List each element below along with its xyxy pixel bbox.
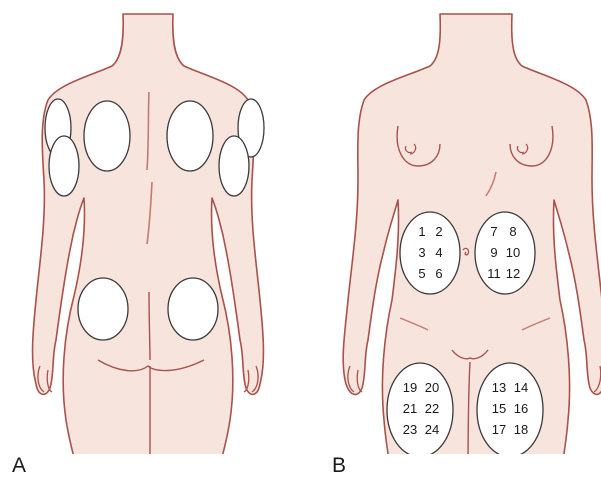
site-number: 6: [435, 266, 442, 281]
site-abdomen-right: [400, 212, 460, 294]
site-number: 21: [403, 401, 417, 416]
site-number: 13: [492, 380, 506, 395]
site-number: 24: [425, 422, 439, 437]
site-left-buttock: [78, 278, 128, 340]
site-number: 10: [506, 245, 520, 260]
site-number: 5: [418, 266, 425, 281]
site-thigh-right: [387, 363, 453, 457]
site-number: 3: [418, 245, 425, 260]
site-right-buttock: [168, 278, 218, 340]
site-number: 14: [514, 380, 528, 395]
site-number: 15: [492, 401, 506, 416]
site-number: 2: [435, 224, 442, 239]
site-left-upper-back: [84, 101, 130, 171]
site-number: 16: [514, 401, 528, 416]
panel-label-a: A: [12, 454, 26, 478]
site-number: 18: [514, 422, 528, 437]
site-number: 12: [506, 266, 520, 281]
figure-back-view: [33, 14, 264, 480]
panel-label-b: B: [332, 454, 346, 478]
site-right-upper-arm: [219, 136, 249, 196]
site-number: 19: [403, 380, 417, 395]
front-body-silhouette: [343, 14, 601, 480]
site-number: 20: [425, 380, 439, 395]
site-right-upper-back: [167, 101, 213, 171]
bottom-margin: [0, 454, 601, 480]
back-body-silhouette: [33, 14, 264, 480]
site-number: 1: [418, 224, 425, 239]
site-number: 8: [509, 224, 516, 239]
site-number: 17: [492, 422, 506, 437]
site-number: 23: [403, 422, 417, 437]
site-number: 11: [487, 266, 501, 281]
site-thigh-left: [477, 363, 543, 457]
site-number: 7: [490, 224, 497, 239]
figure-front-view: 1 2 3 4 5 6 7 8 9 10 11 12 19 20 21 22 2…: [343, 14, 601, 480]
site-number: 9: [490, 245, 497, 260]
site-number: 22: [425, 401, 439, 416]
site-left-upper-arm: [49, 136, 79, 196]
site-number: 4: [435, 245, 442, 260]
